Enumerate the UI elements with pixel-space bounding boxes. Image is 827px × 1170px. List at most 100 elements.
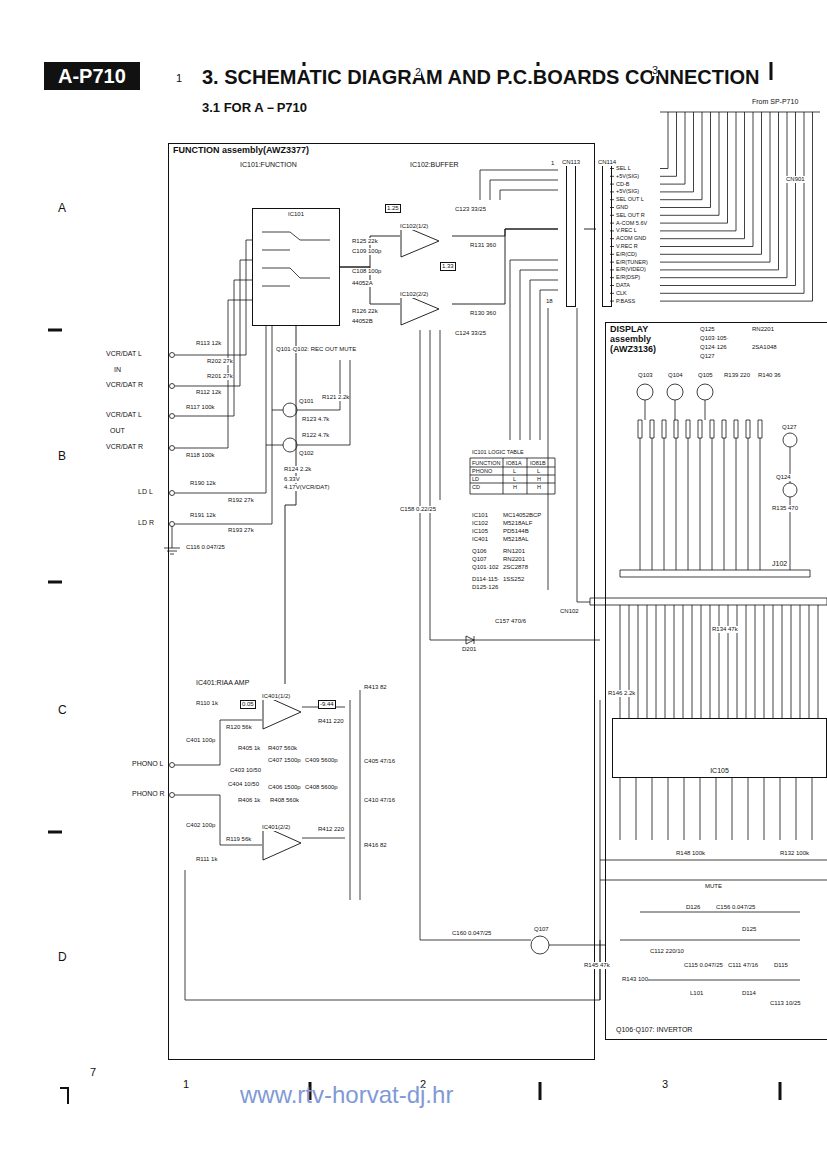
opamp-triangle: IC102(1/2) bbox=[400, 214, 452, 258]
table-grid bbox=[470, 458, 555, 494]
label-text: 2 bbox=[415, 66, 421, 78]
label-text: CD bbox=[472, 484, 480, 490]
label-text: C108 100p bbox=[352, 268, 381, 275]
label-text: 3 bbox=[652, 64, 658, 76]
label-text: From SP-P710 bbox=[752, 98, 798, 106]
label-text: R191 12k bbox=[190, 512, 216, 519]
opamp-symbol bbox=[401, 225, 439, 257]
label-text: C bbox=[58, 704, 67, 717]
part-name: IC105 bbox=[710, 767, 729, 775]
label-text: C109 100p bbox=[352, 248, 381, 255]
label-text: E/R(DSP) bbox=[616, 274, 640, 280]
label-text: -9.44 bbox=[318, 700, 336, 709]
label-text: PHONO bbox=[472, 468, 492, 474]
connector-body bbox=[566, 159, 576, 307]
label-text: 18 bbox=[546, 298, 553, 305]
label-text: RN2201 bbox=[503, 556, 525, 563]
label-text: IC401:RIAA AMP bbox=[196, 679, 249, 687]
label-text: E/R(TUNER) bbox=[616, 259, 648, 265]
label-text: LD L bbox=[138, 488, 153, 496]
label-text: P.BASS bbox=[616, 298, 635, 304]
label-text: C407 1500p bbox=[268, 757, 301, 764]
label-text: R110 1k bbox=[196, 700, 218, 707]
label-text: VCR/DAT L bbox=[106, 411, 142, 419]
label-text: R201 27k bbox=[207, 373, 233, 380]
label-text: IO81A bbox=[506, 460, 522, 466]
label-text: 3.1 FOR A－P710 bbox=[202, 101, 307, 115]
label-text: IN bbox=[114, 366, 121, 374]
transistor-symbol bbox=[697, 384, 713, 400]
label-text: C123 33/25 bbox=[455, 206, 486, 213]
label-text: C406 1500p bbox=[268, 784, 301, 791]
label-text: C403 10/50 bbox=[230, 767, 261, 774]
label-text: R413 82 bbox=[364, 684, 387, 691]
display-wire bbox=[640, 400, 790, 570]
phono-wire bbox=[175, 690, 360, 900]
label-text: CD-B bbox=[616, 181, 629, 187]
corner-mark bbox=[60, 1088, 68, 1104]
label-text: Q101·Q102: REC OUT MUTE bbox=[276, 346, 356, 353]
label-text: 1 bbox=[176, 72, 182, 84]
label-text: D114 bbox=[742, 990, 756, 997]
label-text: Q127 bbox=[700, 353, 715, 360]
label-text: Q124·126 bbox=[700, 344, 727, 351]
assembly-title: DISPLAY assembly (AWZ3136) bbox=[610, 325, 682, 355]
label-text: Q125 bbox=[700, 326, 715, 333]
label-text: Q101 bbox=[299, 398, 314, 405]
label-text: D bbox=[58, 951, 67, 964]
transistor-symbol bbox=[637, 384, 653, 400]
label-text: C157 470/6 bbox=[495, 618, 526, 625]
label-text: L bbox=[513, 468, 516, 474]
label-text: R407 560k bbox=[268, 745, 297, 752]
label-text: R412 220 bbox=[318, 826, 344, 833]
jack-symbol bbox=[170, 353, 175, 798]
label-text: R135 470 bbox=[772, 505, 798, 512]
opamp-triangle: IC102(2/2) bbox=[400, 282, 452, 326]
label-text: 3 bbox=[662, 1078, 668, 1090]
jack-symbol bbox=[170, 353, 175, 358]
label-text: R202 27k bbox=[207, 358, 233, 365]
label-text: IC102 bbox=[472, 520, 488, 527]
part-name: IC102(2/2) bbox=[400, 291, 428, 298]
label-text: C405 47/16 bbox=[364, 758, 395, 765]
label-text: SEL OUT L bbox=[616, 196, 644, 202]
signal-wire bbox=[452, 229, 558, 304]
label-text: PHONO L bbox=[132, 760, 164, 768]
label-text: SEL OUT R bbox=[616, 212, 645, 218]
label-text: R148 100k bbox=[676, 850, 705, 857]
label-text: VCR/DAT R bbox=[106, 381, 143, 389]
label-text: J102 bbox=[772, 560, 787, 568]
label-text: RN2201 bbox=[752, 326, 774, 333]
label-text: 1 bbox=[551, 160, 554, 167]
model-badge: A-P710 bbox=[44, 62, 140, 90]
part-name: IC102(1/2) bbox=[400, 223, 428, 230]
label-text: C116 0.047/25 bbox=[186, 544, 225, 551]
ic-block: IC101 bbox=[252, 208, 340, 326]
label-text: Q105 bbox=[698, 372, 713, 379]
input-wire bbox=[164, 240, 272, 554]
bottom-wire bbox=[185, 700, 605, 1000]
label-text: R130 360 bbox=[470, 310, 496, 317]
label-text: IC101:FUNCTION bbox=[240, 161, 297, 169]
label-text: Q106 bbox=[472, 548, 487, 555]
ic-block: IC105 bbox=[612, 718, 827, 778]
label-text: OUT bbox=[110, 427, 125, 435]
label-text: PHONO R bbox=[132, 790, 165, 798]
opamp-triangle: IC401(2/2) bbox=[262, 815, 308, 861]
label-text: D114·115· bbox=[472, 576, 499, 583]
label-text: C409 5600p bbox=[305, 757, 338, 764]
part-name: IC401(1/2) bbox=[262, 693, 290, 700]
label-text: C401 100p bbox=[186, 737, 215, 744]
connector-body bbox=[602, 159, 612, 307]
label-text: H bbox=[537, 476, 541, 482]
label-text: MUTE bbox=[705, 883, 722, 890]
label-text: C158 0.22/25 bbox=[400, 506, 436, 513]
label-text: V.REC L bbox=[616, 227, 637, 233]
label-text: C160 0.047/25 bbox=[452, 930, 491, 937]
label-text: C111 47/16 bbox=[728, 962, 758, 969]
label-text: R126 22k bbox=[352, 308, 378, 315]
label-text: R408 560k bbox=[270, 797, 299, 804]
label-text: R146 2.2k bbox=[608, 690, 635, 697]
label-text: D115 bbox=[774, 962, 788, 969]
label-text: 44052B bbox=[352, 318, 373, 325]
